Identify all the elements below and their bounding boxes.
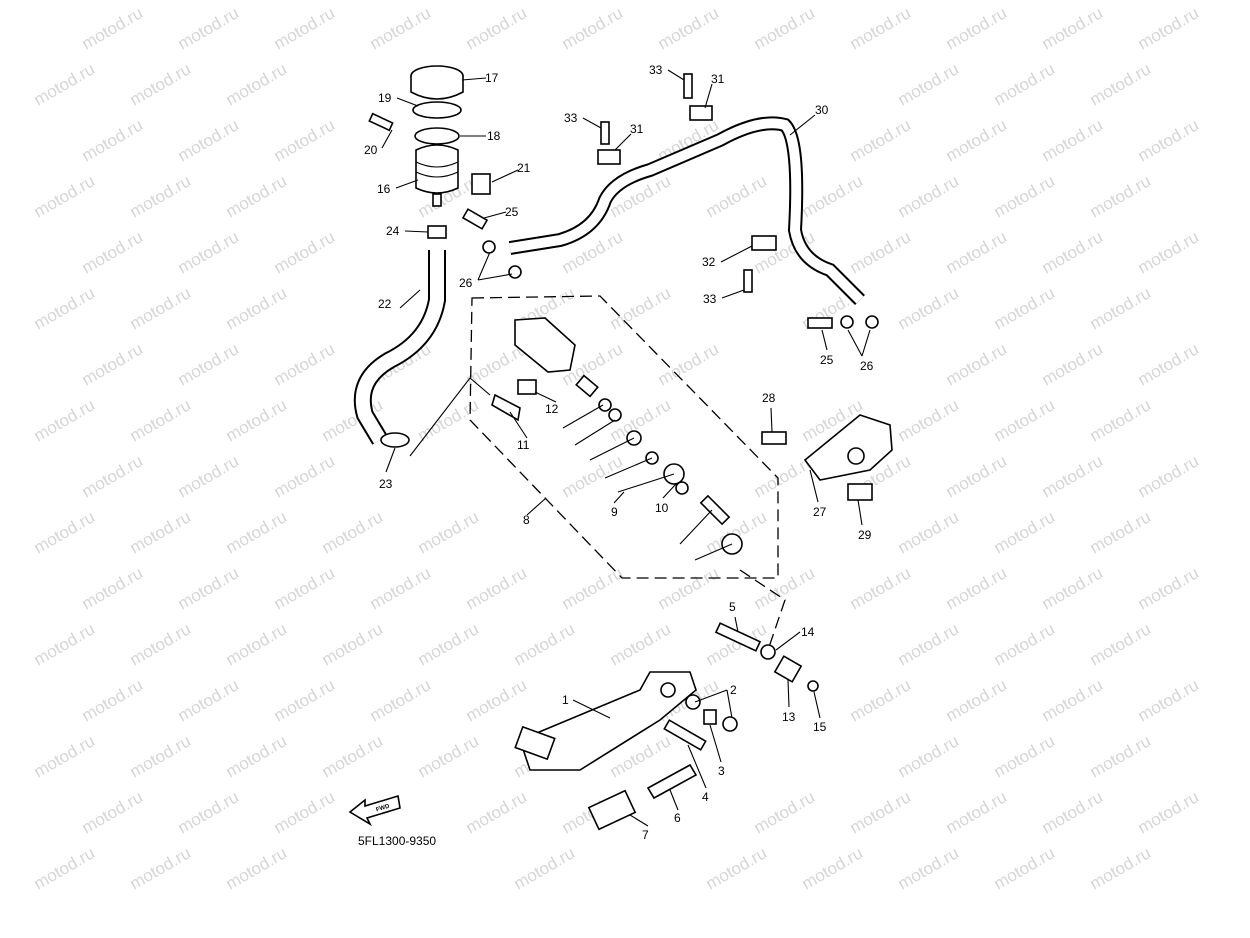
callout-15: 15: [813, 720, 827, 734]
joint-13: [773, 655, 803, 683]
callout-26a: 26: [459, 276, 473, 290]
bushing-2: [703, 709, 717, 725]
callout-18: 18: [487, 129, 501, 143]
clamp-31a: [597, 149, 621, 165]
callout-6: 6: [674, 811, 681, 825]
bracket-27: [803, 414, 893, 481]
callout-19: 19: [378, 91, 392, 105]
union-bolt-25b: [807, 317, 833, 329]
callout-26b: 26: [860, 359, 874, 373]
callout-30: 30: [815, 103, 829, 117]
diagram-code: 5FL1300-9350: [358, 834, 436, 848]
brake-pedal-1: [519, 671, 697, 771]
diaphragm-19: [412, 101, 462, 119]
callout-16: 16: [377, 182, 391, 196]
clip-15: [807, 680, 819, 692]
callout-23: 23: [379, 477, 393, 491]
washer-2a: [685, 694, 701, 710]
callout-33a: 33: [649, 63, 663, 77]
callout-29: 29: [858, 528, 872, 542]
callout-21: 21: [517, 161, 531, 175]
circlip: [675, 481, 689, 495]
callout-4: 4: [702, 790, 709, 804]
bolt-33b: [600, 121, 610, 145]
bolt-33c: [743, 269, 753, 293]
clamp-32: [751, 235, 777, 251]
callout-31a: 31: [711, 72, 725, 86]
clamp-31b: [689, 105, 713, 121]
callout-10: 10: [655, 501, 669, 515]
hose-22: [353, 250, 446, 445]
master-cylinder-body: [514, 317, 576, 373]
fwd-arrow-icon: FWD: [348, 794, 401, 827]
callout-12: 12: [545, 402, 559, 416]
callout-14: 14: [801, 625, 815, 639]
assembly-8-boundary: [469, 295, 779, 579]
spring-6: [646, 763, 698, 800]
callout-27: 27: [813, 505, 827, 519]
washer-26d: [865, 315, 879, 329]
clamp-23: [380, 432, 410, 448]
shaft-3: [663, 719, 707, 751]
callout-33b: 33: [564, 111, 578, 125]
callout-33c: 33: [703, 292, 717, 306]
callout-1: 1: [562, 693, 569, 707]
callout-5: 5: [729, 600, 736, 614]
washer-26b: [508, 265, 522, 279]
washer-26c: [840, 315, 854, 329]
callout-3: 3: [718, 764, 725, 778]
callout-22: 22: [378, 297, 392, 311]
callout-8: 8: [523, 513, 530, 527]
bolt-20: [368, 112, 394, 132]
callout-31b: 31: [630, 122, 644, 136]
fitting-11: [491, 393, 521, 422]
piston-kit-9: [575, 374, 659, 465]
adjuster-5: [714, 622, 762, 652]
washer-26a: [482, 240, 496, 254]
callout-28: 28: [762, 391, 776, 405]
callout-17: 17: [485, 71, 499, 85]
callout-25a: 25: [505, 205, 519, 219]
nut-14: [760, 644, 776, 660]
bolt-29: [847, 483, 873, 501]
bracket-21: [471, 173, 491, 195]
callout-7: 7: [642, 828, 649, 842]
union-bolt-25a: [461, 208, 489, 230]
callout-25b: 25: [820, 353, 834, 367]
seal-12: [517, 379, 537, 395]
cover-7: [587, 789, 637, 831]
callout-13: 13: [782, 710, 796, 724]
washer-2b: [722, 716, 738, 732]
clip-24: [427, 225, 447, 239]
bolt-33a: [683, 73, 693, 99]
callout-9: 9: [611, 505, 618, 519]
callout-20: 20: [364, 143, 378, 157]
plate-18: [414, 127, 460, 145]
callout-11: 11: [517, 438, 530, 452]
push-rod: [699, 494, 731, 526]
fwd-label: FWD: [376, 803, 391, 813]
pedal-rubber: [514, 725, 556, 761]
reservoir-16: [415, 144, 459, 207]
callout-24: 24: [386, 224, 400, 238]
bolt-28: [761, 431, 787, 445]
callout-32: 32: [702, 255, 716, 269]
callout-2: 2: [730, 683, 737, 697]
reservoir-cap-17: [410, 65, 464, 100]
